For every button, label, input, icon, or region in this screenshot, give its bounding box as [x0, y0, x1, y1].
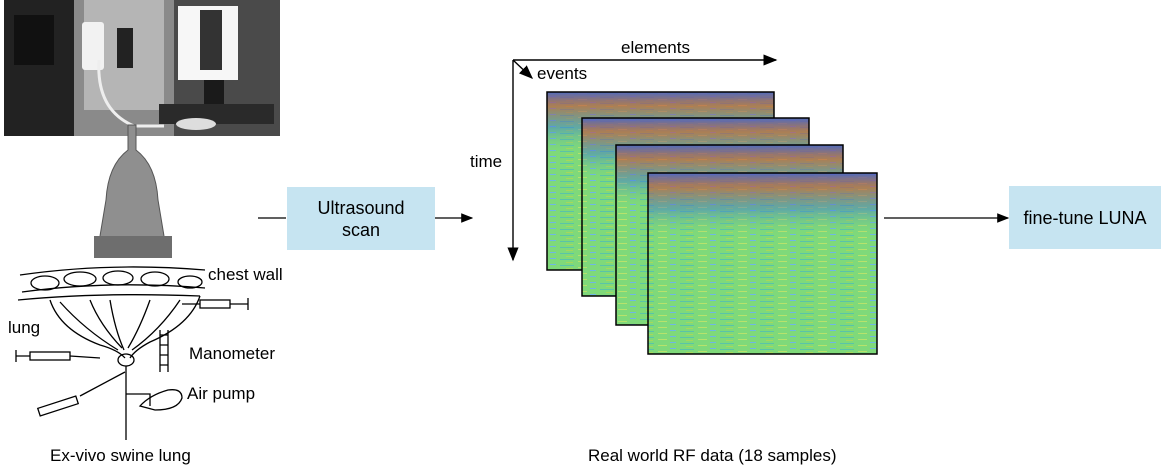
left-caption: Ex-vivo swine lung	[50, 446, 191, 465]
time-label: time	[470, 152, 503, 171]
lung-label: lung	[8, 318, 41, 337]
ultrasound-system-photo	[4, 0, 280, 136]
rf-panel-4	[647, 172, 878, 355]
air-pump-label: Air pump	[187, 384, 256, 403]
right-caption: Real world RF data (18 samples)	[588, 446, 837, 465]
finetune-luna-box: fine-tune LUNA	[1009, 186, 1161, 249]
chest-wall-label: chest wall	[208, 265, 283, 284]
events-axis	[512, 59, 534, 79]
events-label: events	[537, 64, 588, 83]
finetune-luna-label: fine-tune LUNA	[1023, 207, 1147, 228]
ultrasound-scan-line1: Ultrasound	[317, 197, 405, 218]
manometer-label: Manometer	[189, 344, 275, 363]
ultrasound-scan-box: Ultrasound scan	[287, 187, 435, 250]
ultrasound-probe	[94, 124, 172, 258]
ultrasound-scan-line2: scan	[341, 219, 380, 240]
elements-label: elements	[621, 38, 690, 57]
lung-setup-sketch	[15, 266, 249, 440]
